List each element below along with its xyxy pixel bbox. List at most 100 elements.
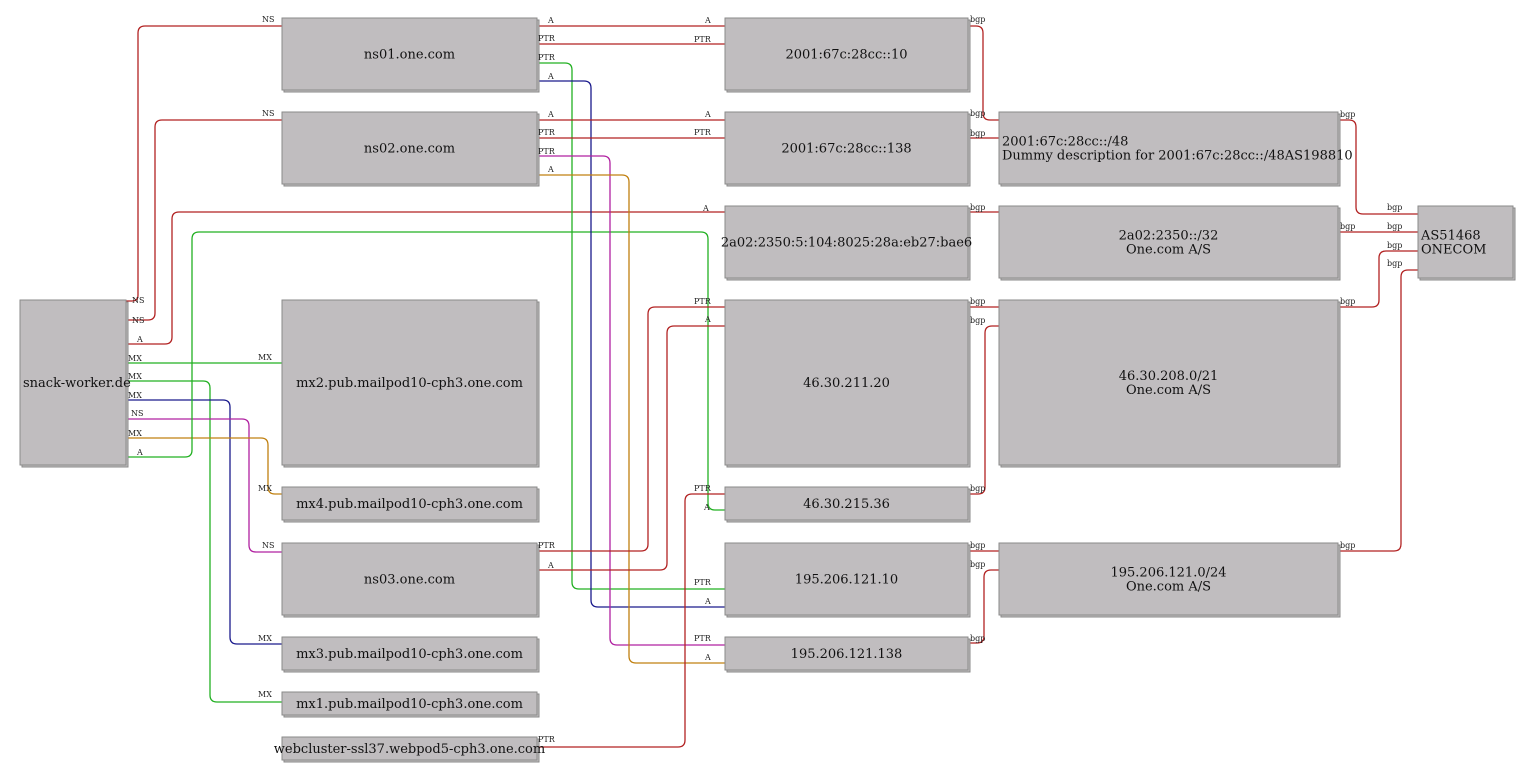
edge-snack-mx3-head-label: MX (258, 634, 272, 643)
node-box (281, 636, 538, 671)
node-snack: snack-worker.de (19, 299, 131, 468)
edge-bgp-bae6-tail-label: bgp (970, 203, 985, 212)
node-label: 2001:67c:28cc::138 (781, 142, 911, 157)
node-label: One.com A/S (1126, 580, 1211, 595)
edge-bgp-pfx46-line (1338, 250, 1418, 308)
node-label: 2a02:2350::/32 (1119, 229, 1219, 244)
edge-ns02-a-138-line (537, 174, 725, 664)
edge-snack-ns03-tail-label: NS (131, 409, 143, 418)
edge-snack-ns02-tail-label: NS (132, 316, 144, 325)
node-label: mx3.pub.mailpod10-cph3.one.com (296, 647, 523, 662)
edge-ns02-ptr-tail-label: PTR (538, 128, 556, 137)
node-box (998, 205, 1339, 279)
node-box (724, 111, 969, 185)
edge-snack-ns02-line (126, 119, 282, 321)
edge-web-ptr-line (537, 493, 725, 748)
node-label: mx1.pub.mailpod10-cph3.one.com (296, 697, 523, 712)
node-label: 46.30.215.36 (803, 497, 890, 512)
node-box (19, 299, 127, 466)
edge-bgp-pfx195 (1338, 269, 1418, 552)
edge-ns01-ptr-head-label: PTR (694, 35, 712, 44)
edge-bgp-pfx195-head-label: bgp (1387, 259, 1402, 268)
node-ns03: ns03.one.com (281, 542, 540, 618)
node-box (281, 736, 538, 761)
edge-snack-ns01-line (126, 25, 282, 302)
edge-snack-mx1 (126, 380, 282, 703)
node-ip4-121-10: 195.206.121.10 (724, 542, 971, 618)
edge-snack-a-bae6-head-label: A (702, 204, 709, 213)
edge-ns01-a-head-label: A (704, 16, 711, 25)
edges-layer (126, 25, 1418, 748)
node-label: 2001:67c:28cc::/48 (1002, 135, 1128, 150)
nodes-layer: snack-worker.dens01.one.comns02.one.comm… (19, 17, 1516, 763)
edge-snack-ns03 (126, 418, 282, 553)
edge-bgp-pfx2001-line (1338, 119, 1418, 215)
edge-ns03-ptr-head-label: PTR (694, 297, 712, 306)
edge-ns01-a-121-tail-label: A (547, 72, 554, 81)
edge-ns01-ptr-121-head-label: PTR (694, 578, 712, 587)
edge-bgp-pfx2a02-head-label: bgp (1387, 222, 1402, 231)
edge-snack-a-bae6-line (126, 211, 725, 345)
node-mx1: mx1.pub.mailpod10-cph3.one.com (281, 691, 540, 718)
node-box (724, 636, 969, 671)
node-label: 195.206.121.10 (795, 573, 898, 588)
node-label: Dummy description for 2001:67c:28cc::/48… (1002, 149, 1353, 164)
edge-snack-mx1-line (126, 380, 282, 703)
edge-bgp-121-138-tail-label: bgp (970, 634, 985, 643)
edge-snack-mx4-head-label: MX (258, 484, 272, 493)
edge-ns02-ptr-138-tail-label: PTR (538, 147, 556, 156)
node-label: 46.30.211.20 (803, 376, 890, 391)
edge-bgp-pfx2001-head-label: bgp (1387, 203, 1402, 212)
edge-bgp-215-tail-label: bgp (970, 484, 985, 493)
edge-bgp-10-tail-label: bgp (970, 15, 985, 24)
edge-snack-a-215-head-label: A (703, 503, 710, 512)
edge-ns01-a-121-head-label: A (704, 597, 711, 606)
edge-web-ptr (537, 493, 725, 748)
edge-bgp-pfx195-tail-label: bgp (1340, 541, 1355, 550)
node-mx3: mx3.pub.mailpod10-cph3.one.com (281, 636, 540, 673)
node-label: mx4.pub.mailpod10-cph3.one.com (296, 497, 523, 512)
edge-ns01-a-tail-label: A (547, 16, 554, 25)
edge-ns03-a-line (537, 325, 725, 571)
node-webcluster: webcluster-ssl37.webpod5-cph3.one.com (274, 736, 545, 763)
node-label: ns03.one.com (364, 573, 455, 588)
edge-ns02-ptr-head-label: PTR (694, 128, 712, 137)
node-box (281, 542, 538, 616)
edge-snack-ns01-tail-label: NS (132, 296, 144, 305)
edge-snack-ns02-head-label: NS (262, 109, 274, 118)
edge-bgp-pfx46 (1338, 250, 1418, 308)
node-box (998, 299, 1339, 466)
edge-bgp-pfx46-tail-label: bgp (1340, 297, 1355, 306)
node-box (998, 111, 1339, 185)
edge-snack-mx4 (126, 437, 282, 495)
edge-snack-ns01-head-label: NS (262, 15, 274, 24)
node-label: mx2.pub.mailpod10-cph3.one.com (296, 376, 523, 391)
edge-bgp-pfx46-head-label: bgp (1387, 241, 1402, 250)
edge-snack-mx4-tail-label: MX (128, 429, 142, 438)
edge-bgp-pfx2001 (1338, 119, 1418, 215)
edge-snack-a-bae6 (126, 211, 725, 345)
edge-bgp-pfx2a02-tail-label: bgp (1340, 222, 1355, 231)
edge-ns02-a-138 (537, 174, 725, 664)
node-ip6-10: 2001:67c:28cc::10 (724, 17, 971, 93)
edge-snack-mx2-tail-label: MX (128, 354, 142, 363)
edge-bgp-121-138-head-label: bgp (970, 560, 985, 569)
edge-ns03-ptr-line (537, 306, 725, 552)
edge-ns03-ptr (537, 306, 725, 552)
edge-snack-a-215-line (126, 231, 725, 511)
edge-bgp-121-10-tail-label: bgp (970, 541, 985, 550)
edge-ns03-a-head-label: A (704, 315, 711, 324)
edge-ns02-a-head-label: A (704, 110, 711, 119)
node-ns02: ns02.one.com (281, 111, 540, 187)
edge-bgp-pfx2001-tail-label: bgp (1340, 110, 1355, 119)
edge-ns03-a (537, 325, 725, 571)
edge-bgp-211-tail-label: bgp (970, 297, 985, 306)
edge-ns02-a-tail-label: A (547, 110, 554, 119)
edge-ns01-a-121 (537, 80, 725, 608)
node-box (281, 486, 538, 521)
